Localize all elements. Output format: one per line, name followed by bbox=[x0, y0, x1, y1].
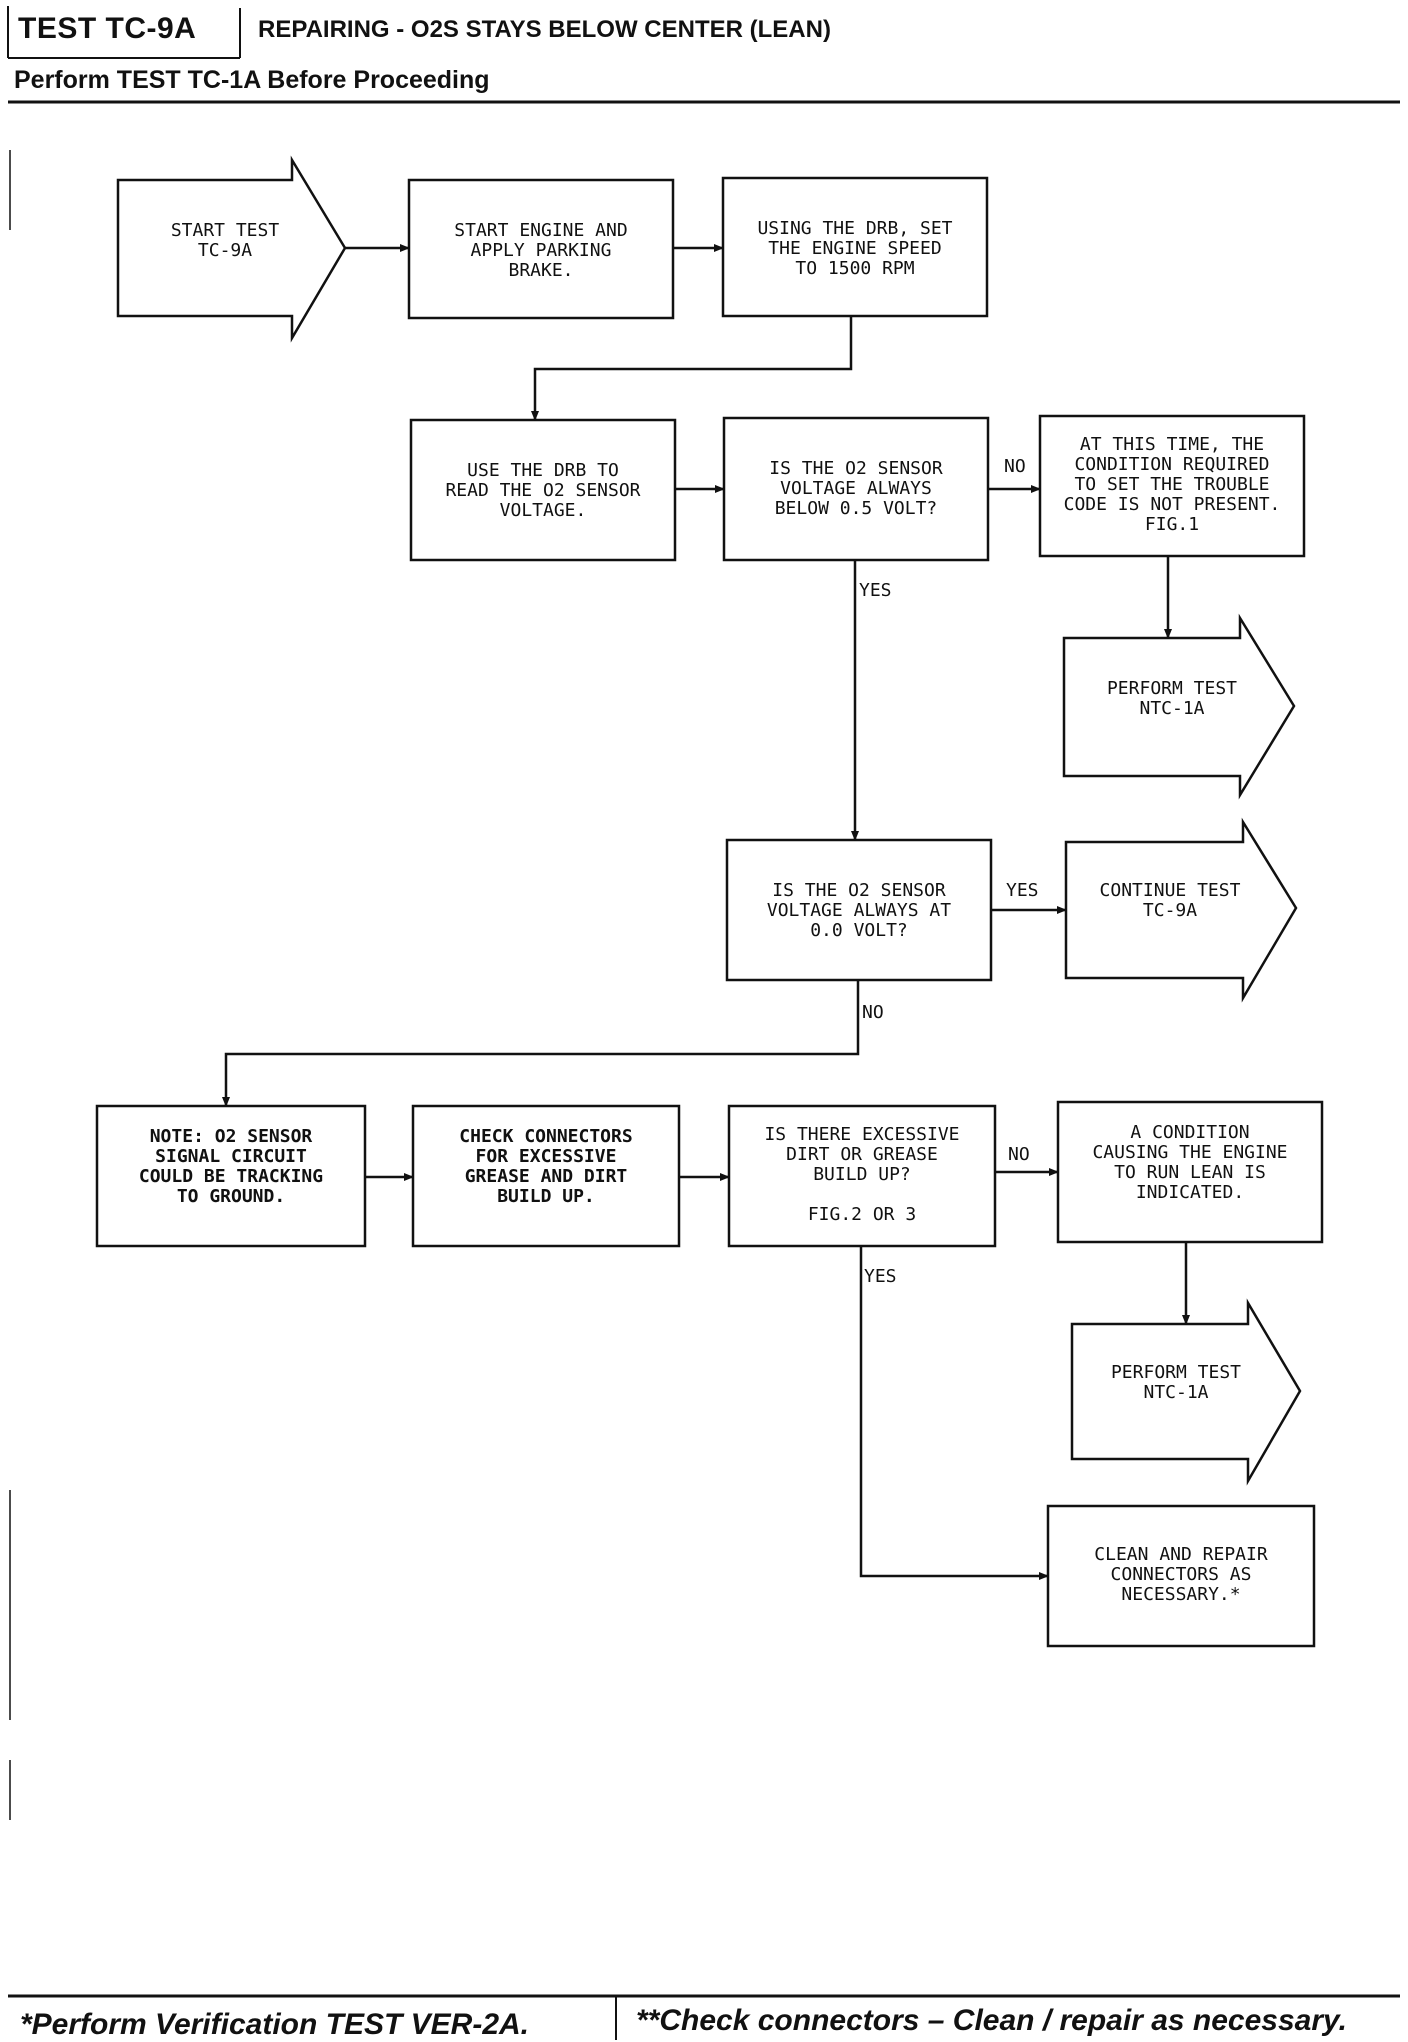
perform-ntc1a-2-arrow-shape bbox=[1070, 1298, 1302, 1486]
text-line: COULD BE TRACKING bbox=[139, 1166, 323, 1187]
header-test-id: TEST TC-9A bbox=[18, 12, 197, 45]
header-subtitle: Perform TEST TC-1A Before Proceeding bbox=[14, 66, 490, 94]
text-line: DIRT OR GREASE bbox=[786, 1144, 938, 1165]
yes-label-below-half-volt: YES bbox=[859, 580, 892, 601]
text-line: CONDITION REQUIRED bbox=[1074, 454, 1269, 475]
text-line: INDICATED. bbox=[1136, 1182, 1244, 1203]
continue-tc9a-arrow-shape bbox=[1064, 817, 1298, 1003]
header-title: REPAIRING - O2S STAYS BELOW CENTER (LEAN… bbox=[258, 16, 831, 43]
excessive-dirt-box bbox=[727, 1104, 997, 1248]
no-label-below-half-volt: NO bbox=[1004, 456, 1026, 477]
text-line: NOTE: O2 SENSOR bbox=[150, 1126, 313, 1147]
text-line: BELOW 0.5 VOLT? bbox=[775, 498, 938, 519]
text-line: NTC-1A bbox=[1143, 1382, 1208, 1403]
text-line: APPLY PARKING bbox=[471, 240, 612, 261]
perform-ntc1a-1-arrow-shape bbox=[1062, 613, 1296, 800]
text-line: CLEAN AND REPAIR bbox=[1094, 1544, 1268, 1565]
yes-label-at-zero-volt: YES bbox=[1006, 880, 1039, 901]
text-line: CONNECTORS AS bbox=[1111, 1564, 1252, 1585]
text-line: VOLTAGE ALWAYS bbox=[780, 478, 932, 499]
at-zero-volt-box bbox=[725, 838, 993, 982]
connector-lines bbox=[222, 244, 1190, 1580]
text-line: CAUSING THE ENGINE bbox=[1092, 1142, 1287, 1163]
text-line: CONTINUE TEST bbox=[1100, 880, 1241, 901]
header-rules bbox=[7, 6, 1400, 1820]
footer-rules bbox=[8, 1994, 1400, 2040]
below-half-volt-box bbox=[722, 416, 990, 562]
text-line: PERFORM TEST bbox=[1107, 678, 1237, 699]
yes-label-excessive-dirt: YES bbox=[864, 1266, 897, 1287]
text-line: USING THE DRB, SET bbox=[757, 218, 952, 239]
text-line: BUILD UP. bbox=[497, 1186, 595, 1207]
text-line: IS THE O2 SENSOR bbox=[769, 458, 943, 479]
text-line: BRAKE. bbox=[508, 260, 573, 281]
footer-left-note: *Perform Verification TEST VER-2A. bbox=[20, 2008, 530, 2041]
start-arrow-shape bbox=[116, 155, 347, 343]
text-line: NECESSARY.* bbox=[1121, 1584, 1240, 1605]
text-line: NTC-1A bbox=[1139, 698, 1204, 719]
text-line: START ENGINE AND bbox=[454, 220, 627, 241]
text-line: TO SET THE TROUBLE bbox=[1074, 474, 1269, 495]
text-line: GREASE AND DIRT bbox=[465, 1166, 628, 1187]
text-line: CODE IS NOT PRESENT. bbox=[1064, 494, 1281, 515]
clean-repair-box bbox=[1046, 1504, 1316, 1648]
text-line: VOLTAGE. bbox=[500, 500, 587, 521]
not-present-box bbox=[1038, 414, 1306, 558]
check-connectors-box bbox=[411, 1104, 681, 1248]
text-line: READ THE O2 SENSOR bbox=[445, 480, 640, 501]
text-line: THE ENGINE SPEED bbox=[768, 238, 941, 259]
text-line: TO 1500 RPM bbox=[795, 258, 914, 279]
read-voltage-box bbox=[409, 418, 677, 562]
text-line: TC-9A bbox=[1143, 900, 1197, 921]
footer-right-note: **Check connectors – Clean / repair as n… bbox=[636, 2004, 1347, 2037]
text-line: AT THIS TIME, THE bbox=[1080, 434, 1264, 455]
text-line: SIGNAL CIRCUIT bbox=[155, 1146, 307, 1167]
text-line: TC-9A bbox=[198, 240, 252, 261]
note-box bbox=[95, 1104, 367, 1248]
text-line: IS THE O2 SENSOR bbox=[772, 880, 946, 901]
text-line: A CONDITION bbox=[1130, 1122, 1249, 1143]
text-line: 0.0 VOLT? bbox=[810, 920, 908, 941]
text-line: VOLTAGE ALWAYS AT bbox=[767, 900, 951, 921]
no-label-excessive-dirt: NO bbox=[1008, 1144, 1030, 1165]
no-label-at-zero-volt: NO bbox=[862, 1002, 884, 1023]
text-line: CHECK CONNECTORS bbox=[459, 1126, 632, 1147]
text-line: BUILD UP? bbox=[813, 1164, 911, 1185]
text-line bbox=[857, 1184, 868, 1205]
text-line: FIG.1 bbox=[1145, 514, 1199, 535]
text-line: START TEST bbox=[171, 220, 280, 241]
text-line: FIG.2 OR 3 bbox=[808, 1204, 916, 1225]
text-line: IS THERE EXCESSIVE bbox=[764, 1124, 959, 1145]
text-line: USE THE DRB TO bbox=[467, 460, 619, 481]
text-line: TO GROUND. bbox=[177, 1186, 285, 1207]
lean-indicated-box bbox=[1056, 1100, 1324, 1244]
text-line: FOR EXCESSIVE bbox=[476, 1146, 617, 1167]
text-line: TO RUN LEAN IS bbox=[1114, 1162, 1266, 1183]
text-line: PERFORM TEST bbox=[1111, 1362, 1241, 1383]
